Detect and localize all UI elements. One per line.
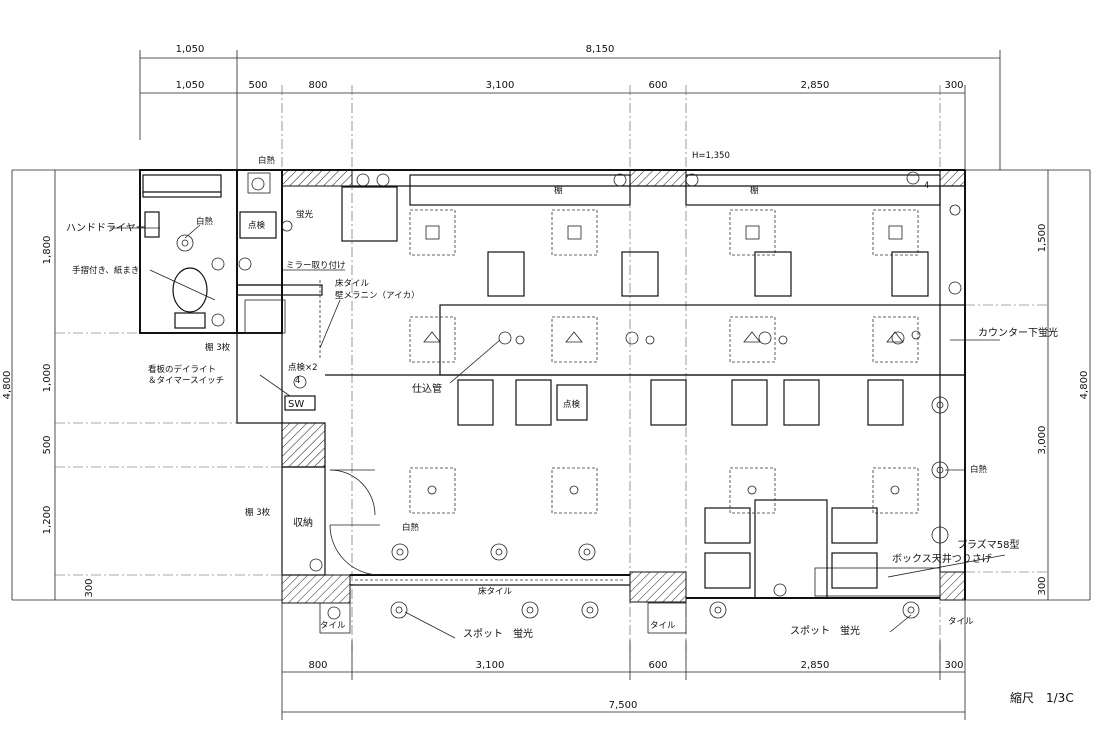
label-storage: 収納 [293, 516, 313, 529]
label-spot-1: スポット 蛍光 [463, 627, 533, 640]
dim-right-2: 3,000 [1037, 426, 1048, 455]
dim-top-4: 3,100 [486, 80, 515, 91]
label-shelf-3-top: 棚 3枚 [205, 342, 231, 353]
label-sign-daylight-1: 看板のデイライト [148, 364, 216, 375]
dim-top-3: 800 [308, 80, 327, 91]
dim-top-overall-2: 8,150 [586, 44, 615, 55]
dimension-labels: 1,050 8,150 1,050 500 800 3,100 600 2,85… [2, 44, 1090, 711]
label-incandescent-restroom: 白熱 [196, 216, 214, 227]
label-floor-tile-bottom: 床タイル [478, 586, 513, 597]
annotations: ハンドドライヤー 手摺付き、紙まき 白熱 白熱 点検 蛍光 ミラー取り付け 床タ… [66, 151, 1074, 705]
label-plasma-2: ボックス天井つりさげ [892, 552, 992, 565]
dim-right-1: 1,500 [1037, 224, 1048, 253]
label-counter-light: カウンター下蛍光 [978, 326, 1058, 339]
dim-left-4: 1,200 [42, 506, 53, 535]
label-sw: SW [288, 399, 304, 410]
label-incandescent-bottom: 白熱 [402, 522, 420, 533]
label-sign-daylight-2: ＆タイマースイッチ [148, 376, 224, 386]
dim-bottom-3: 600 [648, 660, 667, 671]
label-shelf-1: 棚 [554, 185, 563, 196]
dim-top-7: 300 [944, 80, 963, 91]
label-floor-tile: 床タイル [335, 278, 370, 289]
dim-left-overall: 4,800 [2, 371, 13, 400]
label-incandescent-top: 白熱 [258, 155, 276, 166]
label-scale: 縮尺 1/3C [1010, 690, 1074, 705]
dim-top-overall-1: 1,050 [176, 44, 205, 55]
dim-bottom-2: 3,100 [476, 660, 505, 671]
ceiling-fixtures [176, 171, 962, 620]
label-wall-melanin: 壁メラニン（アイカ） [335, 290, 420, 301]
label-inspection-x2: 点検×2 [288, 362, 318, 373]
label-height: H=1,350 [692, 151, 730, 161]
label-shelf-3-bottom: 棚 3枚 [245, 507, 271, 518]
dim-bottom-4: 2,850 [801, 660, 830, 671]
dim-right-3: 300 [1037, 576, 1048, 595]
dim-bottom-overall: 7,500 [609, 700, 638, 711]
dim-bottom-5: 300 [944, 660, 963, 671]
dim-left-2: 1,000 [42, 364, 53, 393]
dim-left-5: 300 [84, 578, 95, 597]
label-shelf-2: 棚 [750, 185, 759, 196]
label-light-4b: 4 [295, 376, 300, 386]
dim-top-5: 600 [648, 80, 667, 91]
dim-left-3: 500 [42, 435, 53, 454]
label-mirror: ミラー取り付け [286, 260, 346, 271]
label-handrail: 手摺付き、紙まき [72, 265, 139, 276]
label-tile-1: タイル [320, 621, 346, 631]
label-inspection-seat: 点検 [563, 399, 581, 410]
label-fluorescent: 蛍光 [296, 209, 314, 220]
label-hand-dryer: ハンドドライヤー [66, 222, 146, 234]
label-prep-pipe: 仕込管 [412, 382, 442, 395]
label-plasma-1: プラズマ58型 [957, 538, 1020, 551]
dim-top-2: 500 [248, 80, 267, 91]
label-light-4a: 4 [924, 181, 929, 191]
dim-top-1: 1,050 [176, 80, 205, 91]
dim-bottom-1: 800 [308, 660, 327, 671]
dim-top-6: 2,850 [801, 80, 830, 91]
label-incandescent-right: 白熱 [970, 464, 988, 475]
label-tile-2: タイル [650, 621, 676, 631]
dim-right-overall: 4,800 [1079, 371, 1090, 400]
dim-left-1: 1,800 [42, 236, 53, 265]
leader-lines [110, 224, 1006, 639]
walls [139, 169, 966, 634]
label-spot-2: スポット 蛍光 [790, 624, 860, 637]
label-tile-3: タイル [948, 617, 974, 627]
label-inspection-top: 点検 [248, 220, 266, 231]
